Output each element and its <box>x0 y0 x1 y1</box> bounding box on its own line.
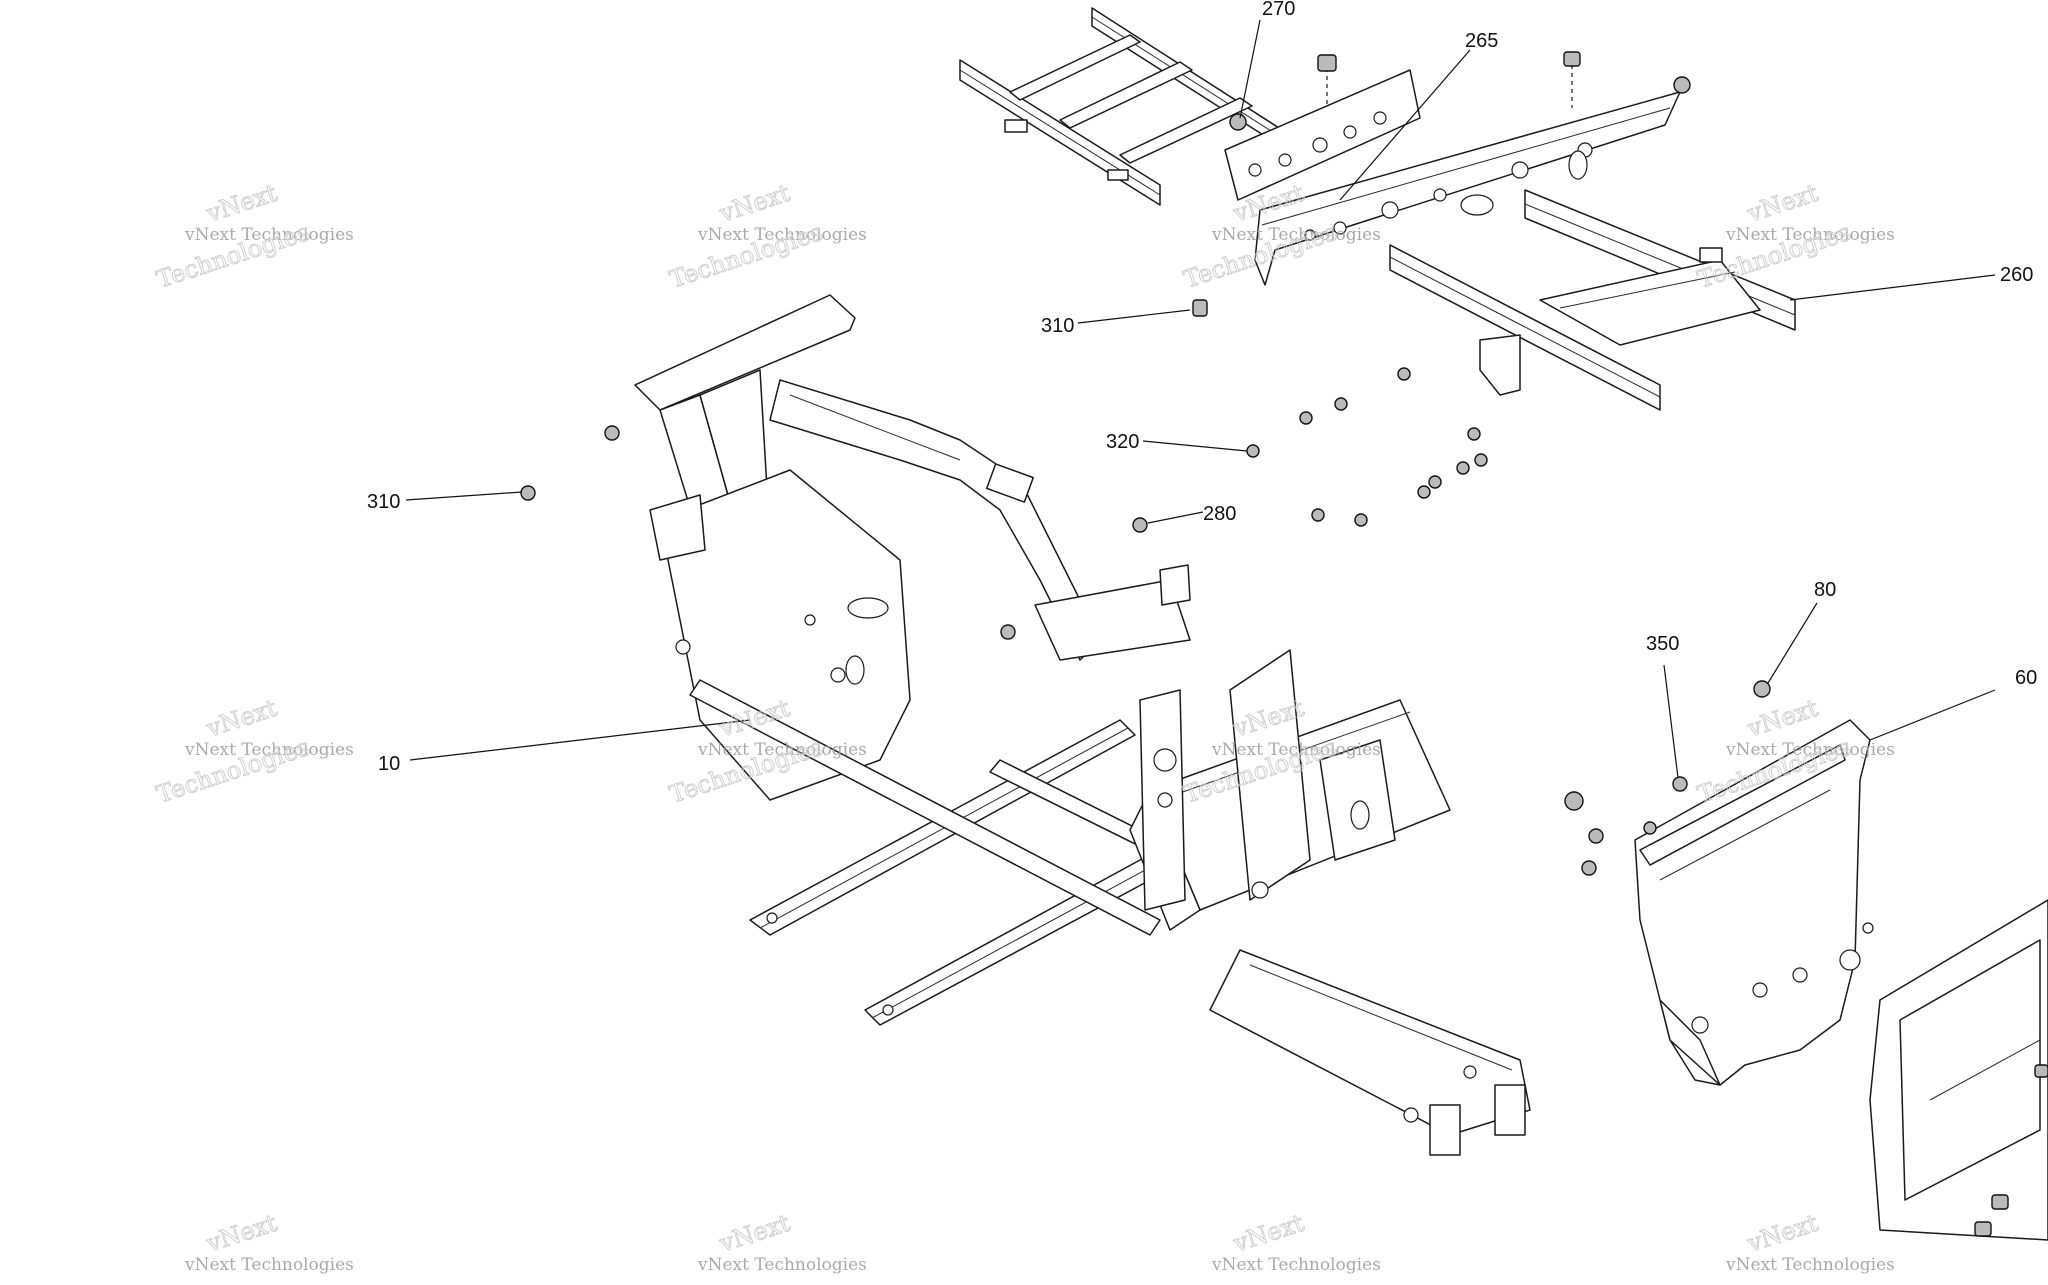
watermark-logo-top: vNext <box>202 694 280 743</box>
nut-top-right <box>1673 76 1691 94</box>
callout-280: 280 <box>1203 503 1236 525</box>
callout-265: 265 <box>1465 30 1498 52</box>
nut-right-2 <box>1588 828 1604 844</box>
rear-subframe-260 <box>959 7 1796 411</box>
nut-80 <box>1753 680 1771 698</box>
nut-left <box>604 425 620 441</box>
nut-cluster-2 <box>1334 397 1348 411</box>
bolt-lower-right-3 <box>2034 1064 2048 1078</box>
nut-cluster-4 <box>1467 427 1481 441</box>
bracket-60 <box>1634 719 2048 1241</box>
watermark-text: vNext Technologies <box>1211 740 1381 760</box>
bolt-lower-right-2 <box>1974 1221 1992 1237</box>
nut-cluster-9 <box>1311 508 1325 522</box>
watermark-text: vNext Technologies <box>1211 225 1381 245</box>
main-frame-10 <box>634 294 1531 1156</box>
nut-320 <box>1246 444 1260 458</box>
watermark-logo-top: vNext <box>202 179 280 228</box>
nut-right-1 <box>1564 791 1584 811</box>
watermark-text: vNext Technologies <box>1725 740 1895 760</box>
watermark-logo-top: vNext <box>1743 179 1821 228</box>
watermark-text: vNext Technologies <box>1725 1255 1895 1275</box>
callout-310-upper: 310 <box>1041 315 1074 337</box>
bolt-270-b <box>1563 51 1581 67</box>
nut-cluster-6 <box>1474 453 1488 467</box>
nut-cluster-5 <box>1456 461 1470 475</box>
nut-frame <box>1000 624 1016 640</box>
bolt-lower-right-1 <box>1991 1194 2009 1210</box>
nut-cluster-8 <box>1417 485 1431 499</box>
nut-cluster-1 <box>1299 411 1313 425</box>
watermark-text: vNext Technologies <box>184 740 354 760</box>
nut-cluster-7 <box>1428 475 1442 489</box>
watermark: vNext Technologies vNext Technologies <box>153 178 354 294</box>
callout-270: 270 <box>1262 0 1295 20</box>
watermark-logo-top: vNext <box>1743 694 1821 743</box>
callout-260: 260 <box>2000 264 2033 286</box>
watermark-text: vNext Technologies <box>697 225 867 245</box>
nut-right-3 <box>1581 860 1597 876</box>
watermark-logo-top: vNext <box>1229 1209 1307 1258</box>
callout-80: 80 <box>1814 579 1836 601</box>
watermark: vNext Technologies vNext <box>1725 1208 1895 1275</box>
watermark: vNext Technologies vNext Technologies <box>666 178 867 294</box>
watermark: vNext Technologies vNext <box>697 1208 867 1275</box>
watermark-logo-top: vNext <box>715 1209 793 1258</box>
watermark-text: vNext Technologies <box>184 1255 354 1275</box>
watermark: vNext Technologies vNext <box>184 1208 354 1275</box>
watermark-text: vNext Technologies <box>1725 225 1895 245</box>
callout-60: 60 <box>2015 667 2037 689</box>
nut-310-b <box>520 485 536 501</box>
watermark: vNext Technologies vNext <box>1211 1208 1381 1275</box>
fasteners <box>520 51 2048 1237</box>
nut-280 <box>1132 517 1148 533</box>
watermark-text: vNext Technologies <box>184 225 354 245</box>
bolt-270-a <box>1317 54 1337 72</box>
callout-320: 320 <box>1106 431 1139 453</box>
callout-350: 350 <box>1646 633 1679 655</box>
watermark-text: vNext Technologies <box>697 1255 867 1275</box>
nut-right-4 <box>1643 821 1657 835</box>
watermark-logo-top: vNext <box>715 179 793 228</box>
callout-10: 10 <box>378 753 400 775</box>
watermark-logo-top: vNext <box>1743 1209 1821 1258</box>
nut-350 <box>1672 776 1688 792</box>
nut-270 <box>1229 113 1247 131</box>
watermark: vNext Technologies vNext Technologies <box>1694 178 1895 294</box>
callout-310-left: 310 <box>367 491 400 513</box>
watermarks: vNext Technologies vNext Technologies vN… <box>153 178 1895 1275</box>
callout-labels: 270 265 260 310 310 320 280 10 80 350 60 <box>367 0 2037 775</box>
watermark-logo-top: vNext <box>202 1209 280 1258</box>
nut-cluster-10 <box>1354 513 1368 527</box>
watermark-text: vNext Technologies <box>697 740 867 760</box>
nut-cluster-3 <box>1397 367 1411 381</box>
callout-leaders <box>405 19 1996 779</box>
nut-310-a <box>1192 299 1208 317</box>
watermark-text: vNext Technologies <box>1211 1255 1381 1275</box>
watermark: vNext Technologies vNext Technologies <box>153 693 354 809</box>
